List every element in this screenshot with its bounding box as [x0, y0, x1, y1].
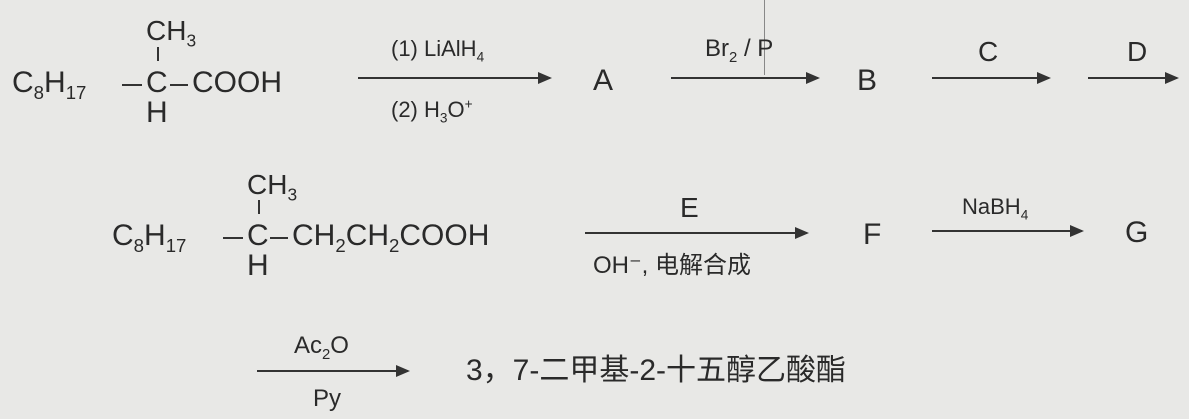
row1-arrow-4	[1088, 72, 1179, 84]
reagent-e-label: E	[680, 192, 699, 223]
compound-g-label: G	[1125, 216, 1149, 249]
row2-side-chain: CH2CH2COOH	[292, 219, 490, 256]
reagent-d-label: D	[1127, 36, 1148, 67]
row1-arrow-3	[932, 72, 1051, 84]
row2-arrow-2	[932, 225, 1084, 237]
row3-reagent-bottom: Py	[313, 385, 342, 412]
row2-arrow-1	[585, 227, 809, 239]
row1-arrow-1	[358, 72, 552, 84]
compound-f-label: F	[863, 218, 882, 251]
reagent-c-label: C	[978, 36, 999, 67]
row1-carboxyl: COOH	[192, 66, 282, 99]
row1-bond-left	[122, 84, 142, 86]
row3-reagent-top: Ac2O	[294, 332, 349, 363]
row2-octyl-group: C8H17	[112, 219, 187, 256]
stray-vertical-line	[764, 0, 765, 75]
row2-bond-right	[270, 237, 288, 239]
row1-step1-reagent-bottom: (2) H3O+	[391, 96, 473, 126]
row2-step-e-conditions: OH⁻, 电解合成	[593, 252, 752, 279]
row3-arrow	[257, 365, 410, 377]
row2-methyl: CH3	[247, 169, 298, 205]
row1-bond-right	[170, 84, 188, 86]
row1-step1-reagent-top: (1) LiAlH4	[391, 36, 485, 65]
row2-methyl-bond	[258, 200, 260, 214]
row1-step2-reagent-top: Br2 / P	[705, 35, 774, 66]
row2-central-carbon: C	[247, 219, 269, 252]
compound-b-label: B	[857, 64, 878, 97]
compound-a-label: A	[593, 64, 614, 97]
row2-hydrogen: H	[247, 249, 269, 282]
row1-methyl-bond	[157, 47, 159, 61]
row1-arrow-2	[671, 72, 820, 84]
row1-hydrogen: H	[146, 96, 168, 129]
row1-methyl: CH3	[146, 15, 197, 51]
row2-bond-left	[223, 237, 243, 239]
row1-central-carbon: C	[146, 66, 168, 99]
row2-step-g-reagent: NaBH4	[962, 194, 1029, 223]
final-product-name: 3，7-二甲基-2-十五醇乙酸酯	[466, 354, 847, 387]
row1-octyl-group: C8H17	[12, 66, 87, 103]
